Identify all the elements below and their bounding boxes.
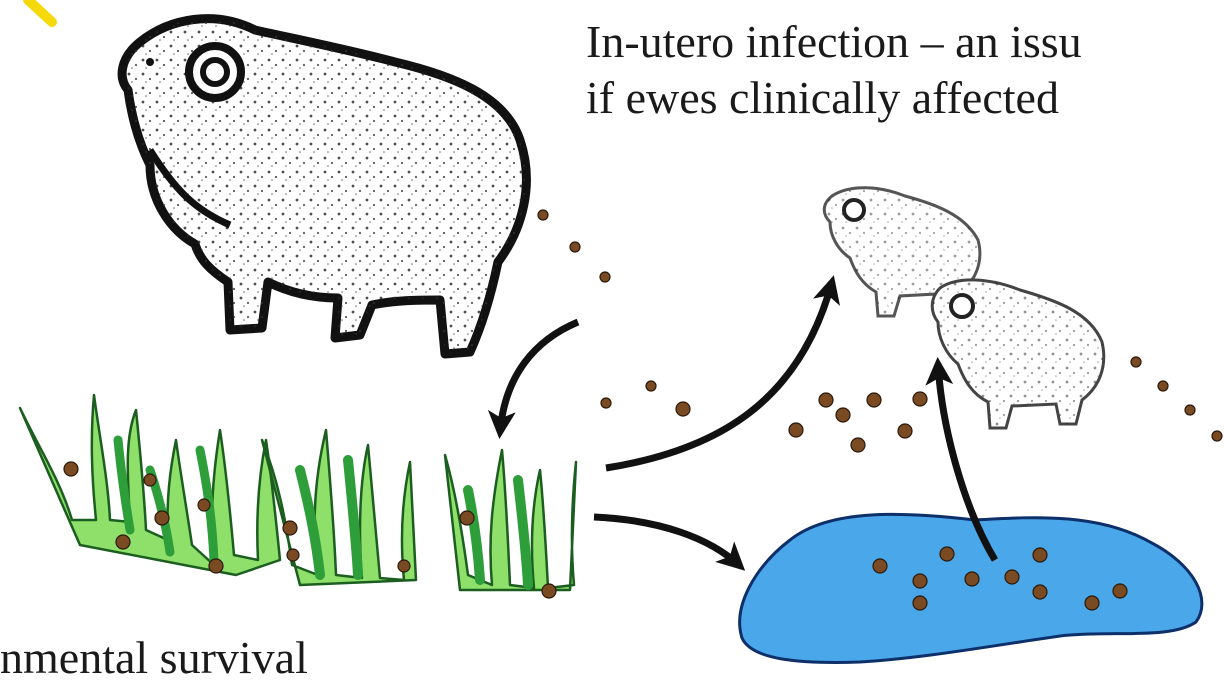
- environmental-survival-caption: nmental survival: [0, 630, 308, 686]
- sheep-icon: [932, 280, 1104, 428]
- arrow-icon: [594, 517, 740, 566]
- pond-icon: [740, 514, 1202, 662]
- arrow-icon: [500, 322, 578, 432]
- highlight-mark: [28, 0, 52, 22]
- ram-icon: [122, 19, 526, 354]
- in-utero-caption: In-utero infection – an issu if ewes cli…: [586, 14, 1082, 126]
- in-utero-caption-line1: In-utero infection – an issu: [586, 14, 1082, 70]
- grass-icon: [262, 430, 416, 585]
- arrow-icon: [606, 282, 832, 468]
- in-utero-caption-line2: if ewes clinically affected: [586, 70, 1082, 126]
